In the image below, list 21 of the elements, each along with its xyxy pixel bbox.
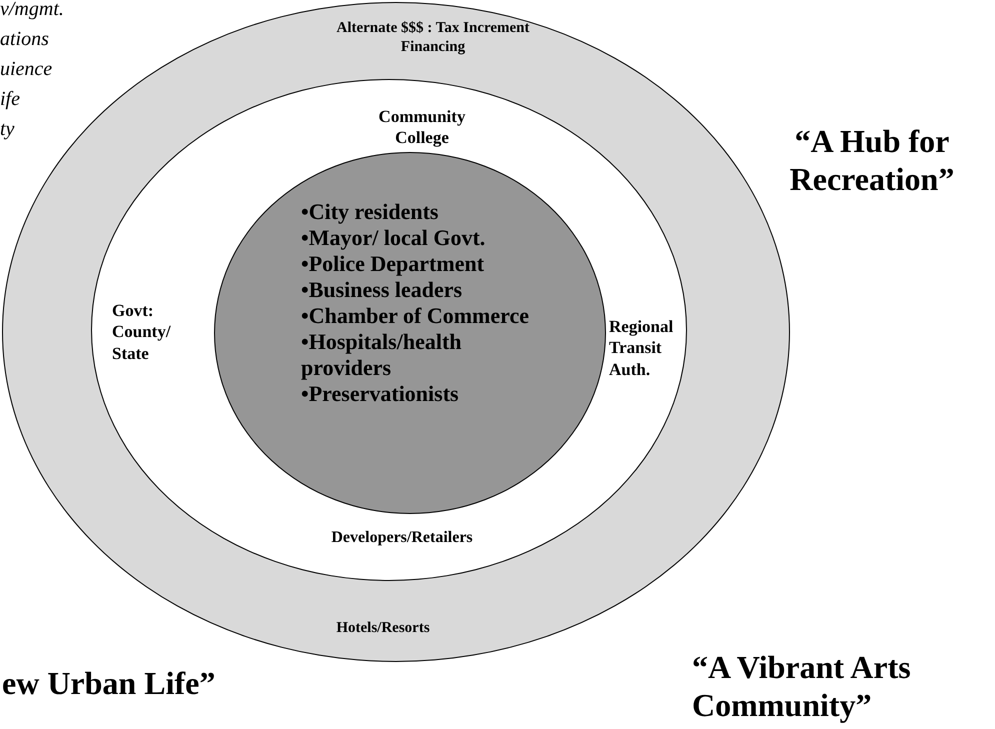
list-item: •Mayor/ local Govt. <box>301 225 486 251</box>
list-item: •Preservationists <box>301 381 460 407</box>
note-text: ife <box>0 87 20 112</box>
stakeholder-label: Developers/Retailers <box>330 528 474 548</box>
slogan-text: ew Urban Life” <box>2 664 216 702</box>
note-text: ty <box>0 117 14 142</box>
list-item: •Police Department <box>301 251 486 277</box>
list-item: •City residents <box>301 199 440 225</box>
slogan-text: “A Vibrant Arts Community” <box>692 648 912 724</box>
stakeholder-label: Hotels/Resorts <box>335 619 431 638</box>
note-text: uience <box>0 57 52 82</box>
note-text: v/mgmt. <box>0 0 64 22</box>
stakeholder-label: Alternate $$$ : Tax Increment Financing <box>335 19 531 56</box>
stakeholder-label: Community College <box>378 106 466 148</box>
slogan-text: “A Hub for Recreation” <box>788 122 956 198</box>
list-item: •Business leaders <box>301 277 464 303</box>
list-item: •Chamber of Commerce <box>301 303 530 329</box>
stakeholder-label: Govt: County/ State <box>112 300 172 364</box>
note-text: ations <box>0 27 49 52</box>
list-item: •Hospitals/health providers <box>301 329 463 381</box>
stakeholder-label: Regional Transit Auth. <box>609 316 674 380</box>
